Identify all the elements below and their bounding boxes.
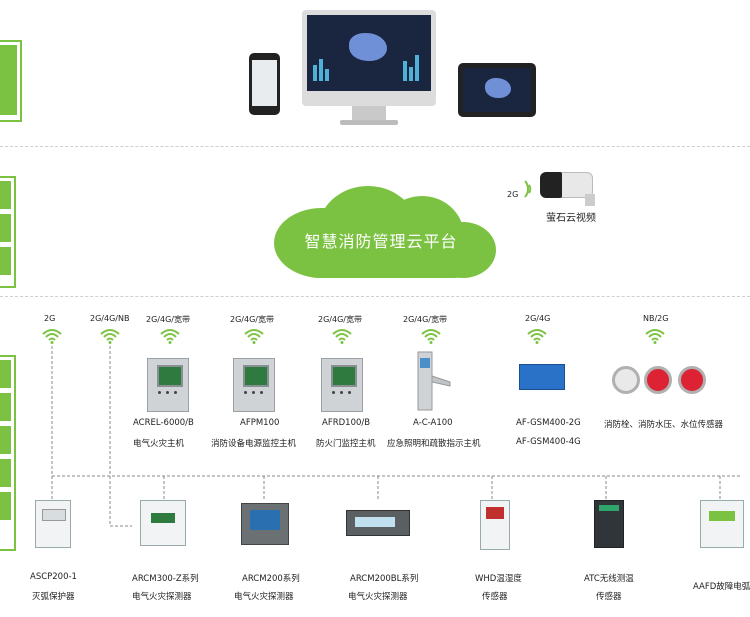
camera-signal-label: 2G xyxy=(507,190,519,199)
device-name: 电气火灾探测器 xyxy=(132,592,192,602)
device-model: ARCM300-Z系列 xyxy=(132,574,199,584)
detector-icon xyxy=(241,503,289,545)
phone-icon xyxy=(249,53,280,115)
wireless-temp-sensor-icon xyxy=(594,500,624,548)
gateway-model: AFRD100/B xyxy=(322,418,371,428)
device-name: 灭弧保护器 xyxy=(32,592,75,602)
network-label: 2G/4G/宽带 xyxy=(230,315,274,324)
gateway-name: 电气火灾主机 xyxy=(133,439,185,449)
gateway-name: 消防栓、消防水压、水位传感器 xyxy=(604,420,724,430)
gsm-module-icon xyxy=(519,364,565,390)
tablet-icon xyxy=(458,63,536,117)
meter-icon xyxy=(35,500,71,548)
gateway-name: 消防设备电源监控主机 xyxy=(211,439,297,449)
device-name: 传感器 xyxy=(482,592,508,602)
cabinet-icon xyxy=(147,358,189,412)
gateway-name: 应急照明和疏散指示主机 xyxy=(387,439,481,449)
gateway-model: AF-GSM400-2G xyxy=(516,418,581,428)
device-model: ASCP200-1 xyxy=(30,572,77,582)
network-label: 2G/4G/宽带 xyxy=(146,315,190,324)
gateway-model: AFPM100 xyxy=(240,418,280,428)
arc-fault-detector-icon xyxy=(700,500,744,548)
detector-icon xyxy=(140,500,186,546)
device-model: AAFD故障电弧 xyxy=(693,582,750,592)
pressure-sensor-icon xyxy=(644,366,672,394)
device-name: 传感器 xyxy=(596,592,622,602)
device-model: ARCM200BL系列 xyxy=(350,574,419,584)
tier-bar-platform xyxy=(0,176,16,288)
camera-lens xyxy=(540,172,562,198)
device-model: WHD温湿度 xyxy=(475,574,522,584)
camera-label: 萤石云视频 xyxy=(546,213,596,224)
cabinet-icon xyxy=(233,358,275,412)
network-label: 2G/4G/宽带 xyxy=(318,315,362,324)
wifi-signal-icon xyxy=(524,180,532,198)
detector-icon xyxy=(346,510,410,536)
device-name: 电气火灾探测器 xyxy=(234,592,294,602)
cabinet-icon xyxy=(321,358,363,412)
tier-divider xyxy=(0,146,750,147)
device-name: 电气火灾探测器 xyxy=(348,592,408,602)
thermo-hygro-sensor-icon xyxy=(480,500,510,550)
gateway-name: AF-GSM400-4G xyxy=(516,437,581,447)
network-label: 2G/4G xyxy=(525,314,551,323)
gateway-model: A-C-A100 xyxy=(413,418,453,428)
network-label: 2G xyxy=(44,314,56,323)
network-label: NB/2G xyxy=(643,314,669,323)
network-label: 2G/4G/宽带 xyxy=(403,315,447,324)
console-terminal-icon xyxy=(417,351,451,411)
desktop-monitor-icon xyxy=(302,10,436,125)
pressure-sensor-icon xyxy=(678,366,706,394)
camera-mount xyxy=(585,194,595,206)
device-model: ARCM200系列 xyxy=(242,574,300,584)
tier-divider xyxy=(0,296,750,297)
device-model: ATC无线测温 xyxy=(584,574,634,584)
tier-bar-device xyxy=(0,355,16,551)
gateway-model: ACREL-6000/B xyxy=(133,418,194,428)
pressure-sensor-icon xyxy=(612,366,640,394)
platform-title: 智慧消防管理云平台 xyxy=(304,232,458,251)
tier-bar-application xyxy=(0,40,22,122)
network-label: 2G/4G/NB xyxy=(90,314,130,323)
gateway-name: 防火门监控主机 xyxy=(316,439,376,449)
